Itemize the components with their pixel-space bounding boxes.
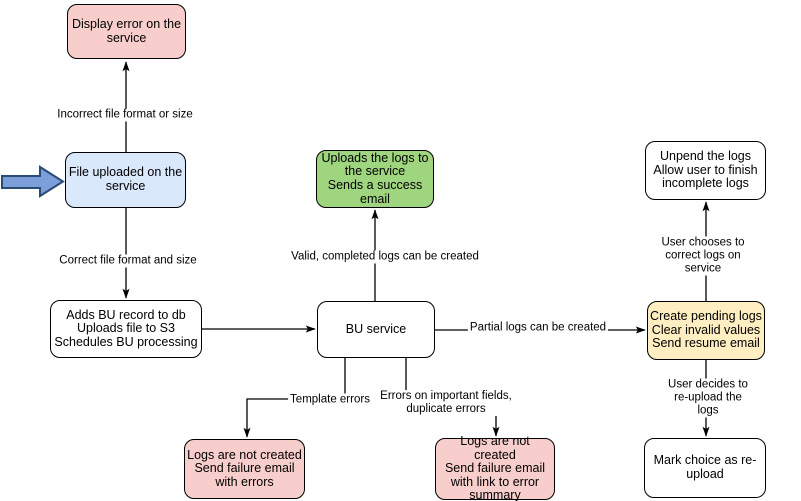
- node-file-uploaded: File uploaded on the service: [65, 152, 186, 208]
- node-logs-not-created-errors: Logs are not created Send failure email …: [184, 439, 305, 499]
- edge-label-incorrect-format: Incorrect file format or size: [55, 108, 195, 122]
- edge-label-important-fields: Errors on important fields, duplicate er…: [378, 390, 514, 416]
- edge-label-user-decides: User decides to re-upload the logs: [661, 378, 755, 418]
- edge-label-partial-logs: Partial logs can be created: [467, 321, 609, 335]
- node-display-error: Display error on the service: [67, 4, 186, 59]
- edge-label-valid-completed: Valid, completed logs can be created: [289, 250, 481, 264]
- node-uploads-logs-success: Uploads the logs to the service Sends a …: [316, 150, 434, 208]
- edge-label-correct-format: Correct file format and size: [57, 254, 199, 268]
- node-create-pending-logs: Create pending logs Clear invalid values…: [647, 301, 765, 360]
- node-bu-service: BU service: [317, 301, 435, 358]
- edge-label-user-chooses: User chooses to correct logs on service: [654, 236, 752, 276]
- edge-label-template-errors: Template errors: [288, 393, 372, 407]
- fat-right-arrow-icon: [1, 165, 65, 198]
- node-logs-not-created-summary: Logs are not created Send failure email …: [435, 434, 555, 501]
- node-mark-choice-reupload: Mark choice as re- upload: [644, 438, 766, 498]
- node-unpend-logs: Unpend the logs Allow user to finish inc…: [645, 141, 766, 200]
- node-adds-bu-record: Adds BU record to db Uploads file to S3 …: [50, 300, 202, 358]
